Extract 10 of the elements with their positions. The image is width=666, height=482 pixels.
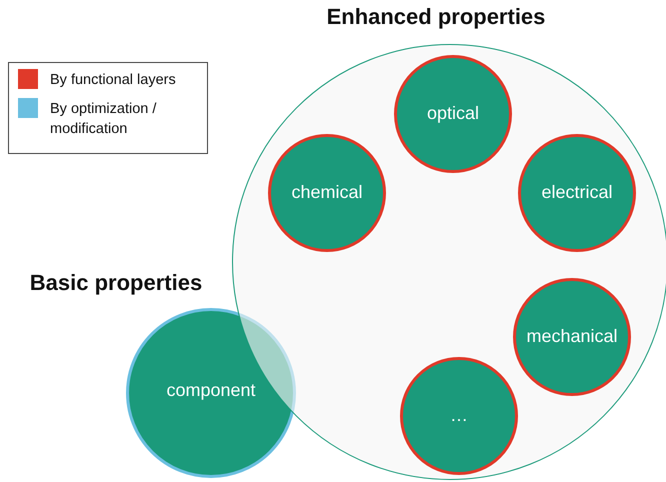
circle-label: component <box>166 380 256 401</box>
heading: Basic properties <box>30 270 202 296</box>
circle-label: chemical <box>291 182 363 203</box>
circle-label: mechanical <box>526 326 618 347</box>
circle-label: electrical <box>541 182 613 203</box>
legend-label: By functional layers <box>50 71 177 90</box>
legend-label: By optimization / modification <box>50 100 158 139</box>
heading: Enhanced properties <box>326 4 546 30</box>
circle-label: optical <box>426 103 480 124</box>
circle-label: … <box>450 405 468 426</box>
